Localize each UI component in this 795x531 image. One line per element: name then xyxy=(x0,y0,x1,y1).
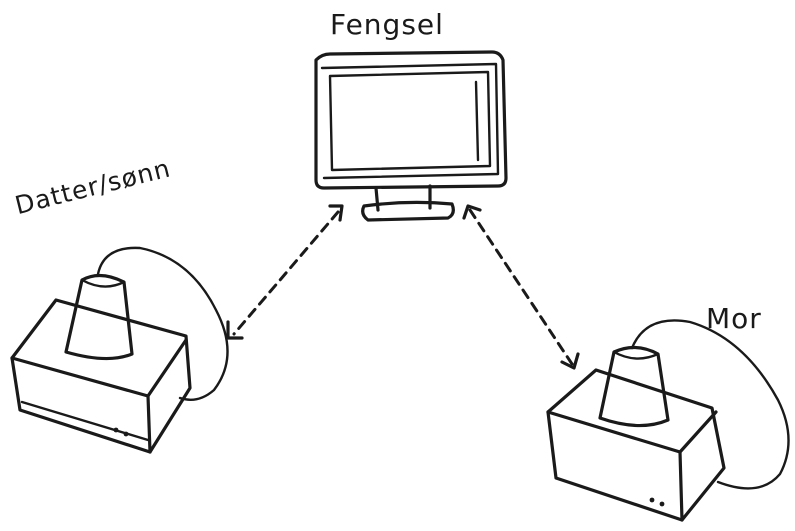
connection-arrow-fengsel-mor xyxy=(462,204,580,370)
node-label-mor: Mor xyxy=(706,302,762,335)
computer-monitor-icon xyxy=(314,50,508,222)
connection-arrow-fengsel-datter xyxy=(226,204,344,340)
node-label-fengsel: Fengsel xyxy=(330,8,444,41)
webcam-device-icon xyxy=(546,319,790,522)
webcam-device-icon xyxy=(10,246,229,454)
